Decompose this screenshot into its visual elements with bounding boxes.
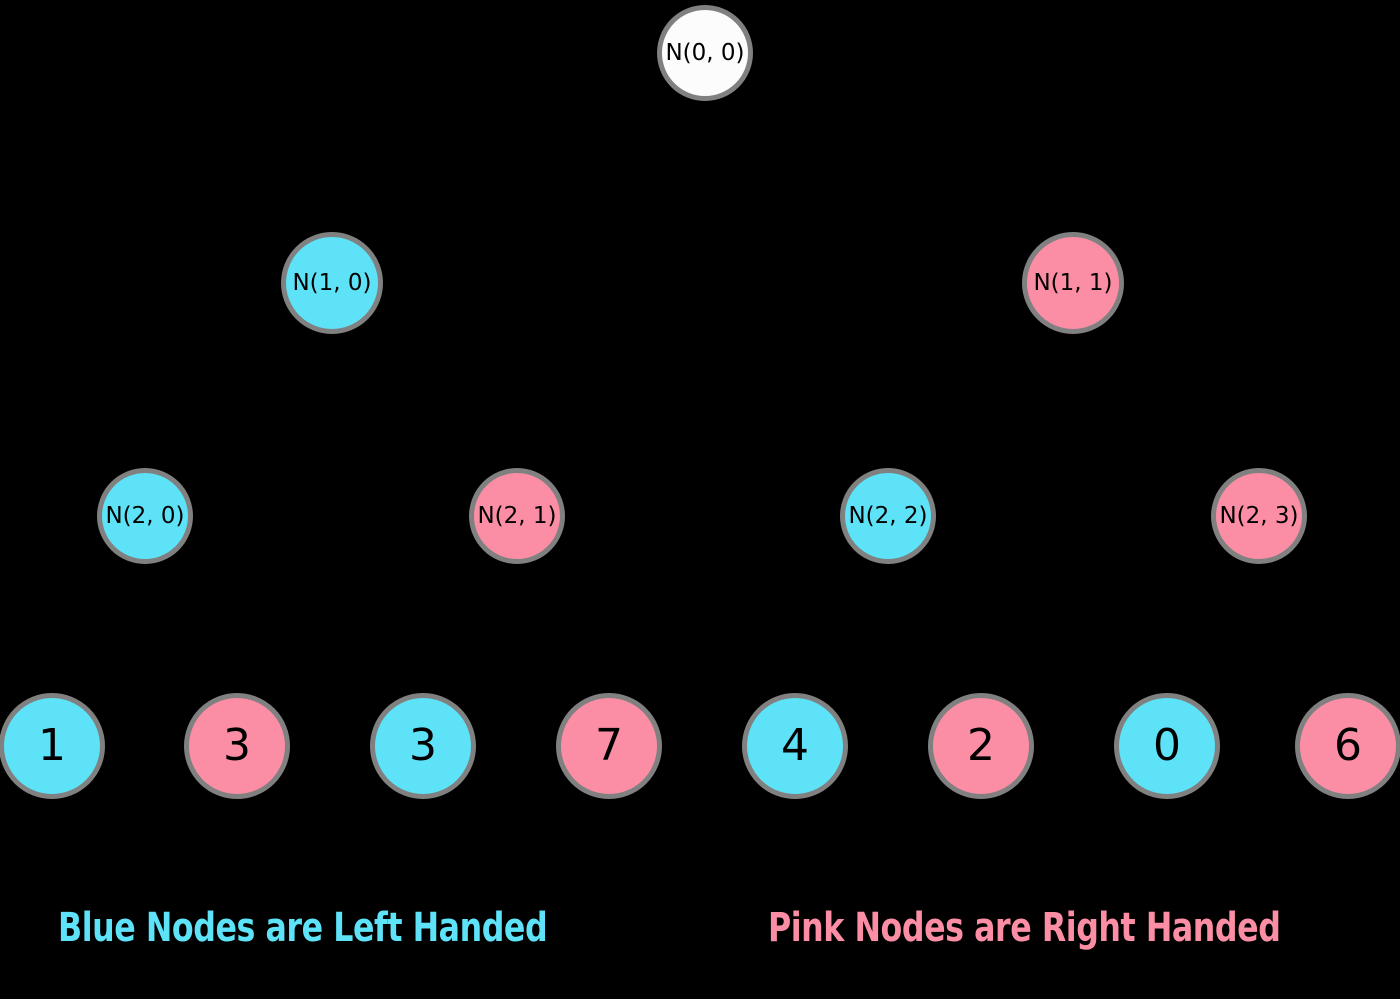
leaf-node-leaf-4[interactable]: 4 <box>742 693 848 799</box>
tree-node-n2-1-label: N(2, 1) <box>477 502 557 529</box>
tree-node-n2-1[interactable]: N(2, 1) <box>469 468 565 564</box>
leaf-node-leaf-2-label: 3 <box>409 720 437 771</box>
tree-node-n1-1[interactable]: N(1, 1) <box>1022 232 1124 334</box>
leaf-node-leaf-2[interactable]: 3 <box>370 693 476 799</box>
leaf-node-leaf-3-label: 7 <box>595 720 623 771</box>
leaf-node-leaf-1-label: 3 <box>223 720 251 771</box>
tree-node-n2-3-label: N(2, 3) <box>1219 502 1299 529</box>
legend-pink-right-handed: Pink Nodes are Right Handed <box>768 905 1281 951</box>
legend-left-text: Blue Nodes are Left Handed <box>58 905 548 951</box>
legend-blue-left-handed: Blue Nodes are Left Handed <box>58 905 548 951</box>
leaf-node-leaf-7[interactable]: 6 <box>1295 693 1400 799</box>
tree-node-n0-0-label: N(0, 0) <box>665 39 745 66</box>
leaf-node-leaf-0-label: 1 <box>38 720 66 771</box>
tree-node-n2-2-label: N(2, 2) <box>848 502 928 529</box>
leaf-node-leaf-4-label: 4 <box>781 720 809 771</box>
leaf-node-leaf-6[interactable]: 0 <box>1114 693 1220 799</box>
tree-node-n1-0-label: N(1, 0) <box>292 269 372 296</box>
tree-node-n2-2[interactable]: N(2, 2) <box>840 468 936 564</box>
tree-node-n1-1-label: N(1, 1) <box>1033 269 1113 296</box>
leaf-node-leaf-6-label: 0 <box>1153 720 1181 771</box>
tree-node-n1-0[interactable]: N(1, 0) <box>281 232 383 334</box>
tree-node-n2-0[interactable]: N(2, 0) <box>97 468 193 564</box>
leaf-node-leaf-3[interactable]: 7 <box>556 693 662 799</box>
leaf-node-leaf-7-label: 6 <box>1334 720 1362 771</box>
leaf-node-leaf-0[interactable]: 1 <box>0 693 105 799</box>
tree-node-n2-3[interactable]: N(2, 3) <box>1211 468 1307 564</box>
leaf-node-leaf-5-label: 2 <box>967 720 995 771</box>
leaf-node-leaf-5[interactable]: 2 <box>928 693 1034 799</box>
tree-node-n0-0[interactable]: N(0, 0) <box>657 5 753 101</box>
legend-right-text: Pink Nodes are Right Handed <box>768 905 1281 951</box>
leaf-node-leaf-1[interactable]: 3 <box>184 693 290 799</box>
tree-node-n2-0-label: N(2, 0) <box>105 502 185 529</box>
